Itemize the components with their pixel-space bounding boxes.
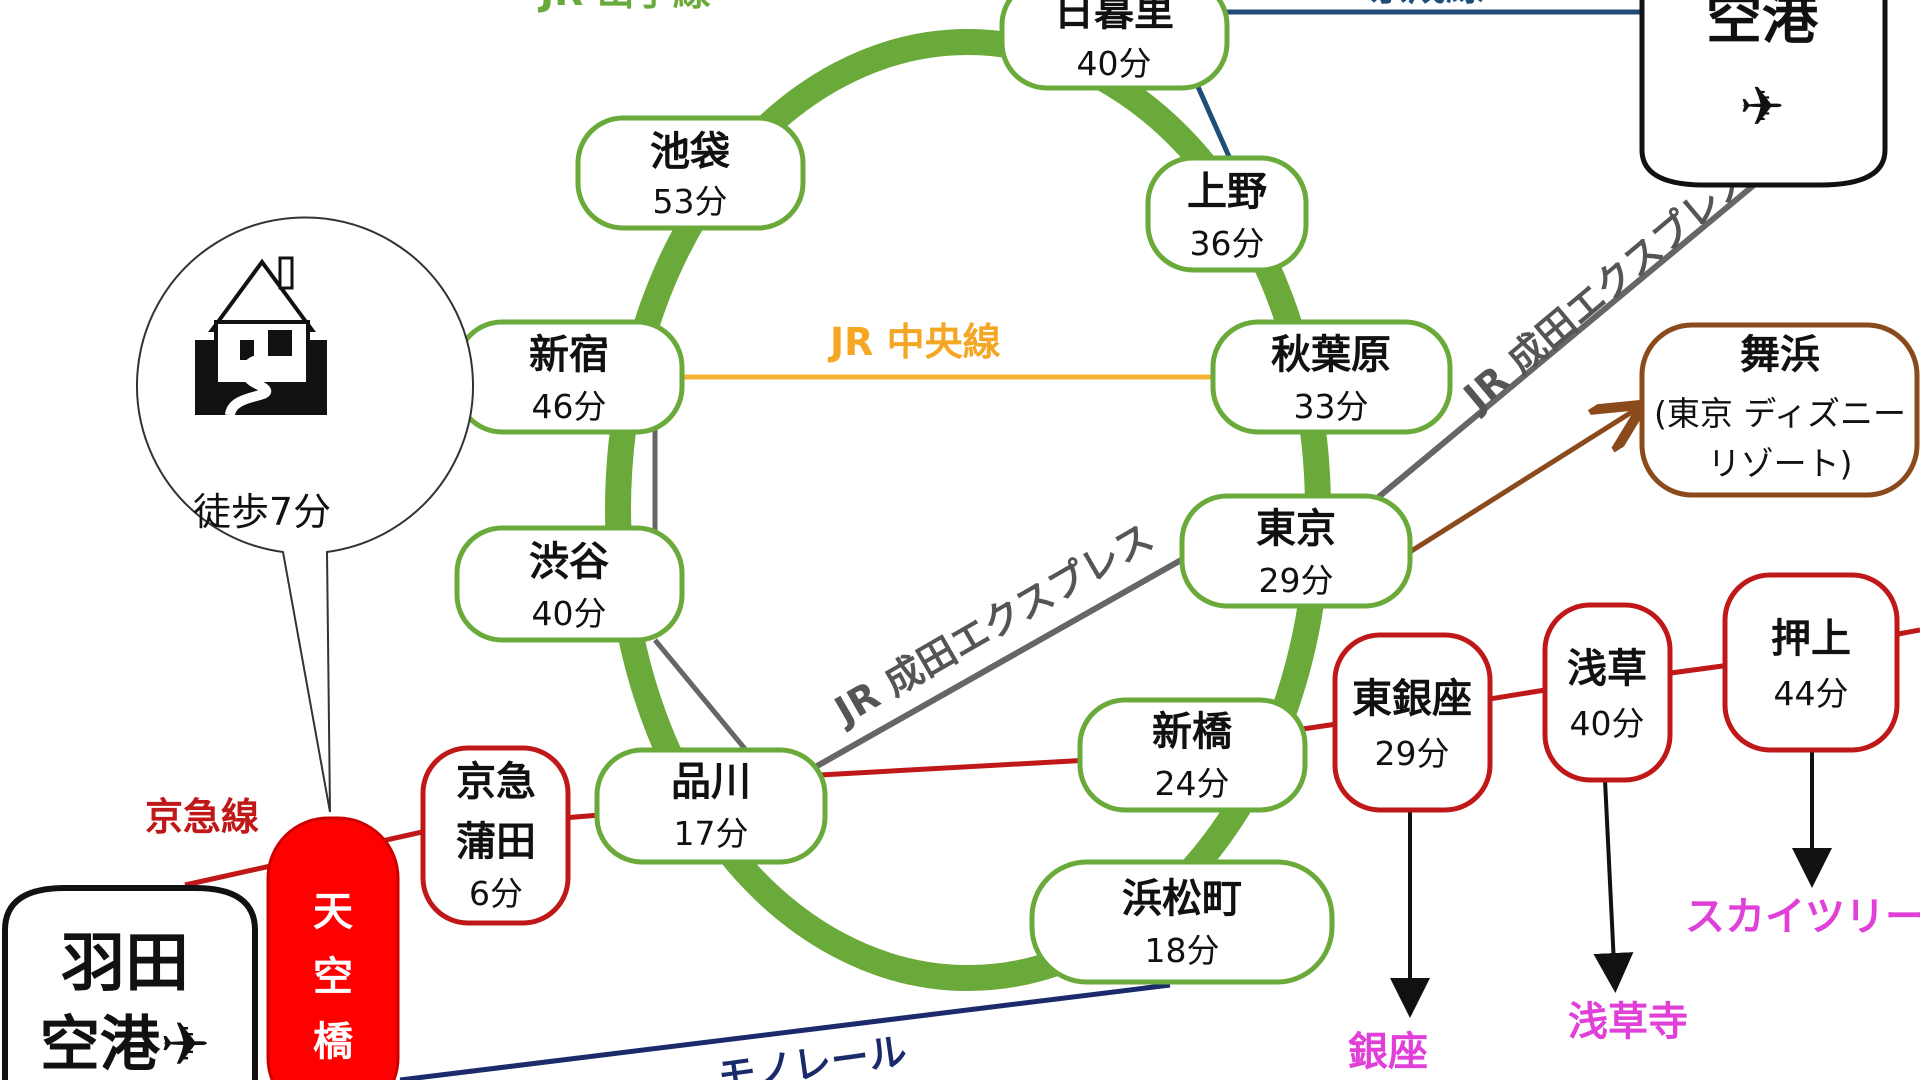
maihama-arrow [1403,410,1635,558]
station-name: 新宿 [529,332,609,378]
station-name-line2: 蒲田 [456,819,536,865]
maihama-sub2: リゾート) [1708,444,1853,483]
haneda-airport[interactable]: 羽田 空港✈ [1,885,258,1080]
station-name: 秋葉原 [1271,332,1391,378]
station-name: 上野 [1187,169,1267,215]
sensoji-arrow [1593,779,1634,993]
station-time: 29分 [1375,734,1450,773]
saikyo-link-lower [653,638,752,757]
yamanote-line-label: JR 山手線 [537,0,711,14]
station-time: 33分 [1294,387,1369,426]
station-name: 品川 [671,759,751,805]
station-keikyu-kamata[interactable]: 京急 蒲田 6分 [420,745,571,926]
station-ueno[interactable]: 上野 36分 [1145,155,1309,273]
destination-skytree[interactable]: スカイツリー [1685,894,1920,940]
station-time: 24分 [1155,764,1230,803]
narita-airport-label: 空港 [1706,0,1819,52]
station-name: 新橋 [1152,709,1232,755]
station-time: 36分 [1190,224,1265,263]
plane-icon: ✈ [1739,75,1784,138]
narita-airport[interactable]: 空港 ✈ [1639,0,1888,188]
station-name: 浜松町 [1122,876,1242,922]
keisei-line-label: 京成線 [1370,0,1484,9]
station-name: 日暮里 [1054,0,1174,35]
station-time: 44分 [1774,674,1849,713]
station-higashi-ginza[interactable]: 東銀座 29分 [1332,632,1493,813]
narita-express-upper [1373,177,1762,503]
maihama-name: 舞浜 [1740,332,1820,378]
station-name: 東京 [1256,506,1336,552]
station-akihabara[interactable]: 秋葉原 33分 [1210,319,1453,435]
haneda-airport-line1: 羽田 [61,927,189,1001]
station-shibuya[interactable]: 渋谷 40分 [454,525,685,643]
station-time: 6分 [469,874,523,913]
station-time: 29分 [1259,561,1334,600]
station-name: 押上 [1771,616,1851,662]
station-oshiage[interactable]: 押上 44分 [1722,572,1900,753]
keisei-branch [1192,78,1238,172]
walk-time-label: 徒歩7分 [193,490,331,534]
haneda-airport-line2: 空港✈ [40,1010,210,1080]
station-asakusa[interactable]: 浅草 40分 [1542,602,1673,783]
station-time: 40分 [1077,44,1152,83]
station-shinjuku[interactable]: 新宿 46分 [454,319,685,435]
tenkubashi-char1: 天 [313,889,353,935]
station-name: 渋谷 [529,539,609,585]
station-ikebukuro[interactable]: 池袋 53分 [575,115,806,231]
station-time: 18分 [1145,931,1220,970]
station-nippori[interactable]: 日暮里 40分 [999,0,1230,91]
station-time: 40分 [532,594,607,633]
maihama-sub1: (東京 ディズニー [1654,394,1906,433]
destination-sensoji[interactable]: 浅草寺 [1568,999,1688,1045]
station-hamamatsucho[interactable]: 浜松町 18分 [1029,859,1335,985]
station-maihama[interactable]: 舞浜 (東京 ディズニー リゾート) [1639,322,1920,498]
house-icon [195,256,327,417]
station-name: 浅草 [1567,646,1647,692]
keikyu-line-label: 京急線 [145,795,259,839]
station-shinagawa[interactable]: 品川 17分 [594,747,828,865]
station-tenkubashi[interactable]: 天 空 橋 [266,816,400,1080]
station-time: 17分 [674,814,749,853]
destination-ginza[interactable]: 銀座 [1348,1029,1428,1075]
monorail-line [399,982,1171,1080]
station-name-line1: 京急 [456,759,536,805]
station-time: 53分 [653,182,728,221]
tenkubashi-char3: 橋 [313,1019,353,1065]
station-time: 46分 [532,387,607,426]
station-time: 40分 [1570,704,1645,743]
station-name: 池袋 [650,129,730,175]
narita-express-lower [808,552,1192,773]
chuo-line-label: JR 中央線 [827,320,1001,364]
station-tokyo[interactable]: 東京 29分 [1179,493,1413,609]
tenkubashi-char2: 空 [313,954,353,1000]
station-shimbashi[interactable]: 新橋 24分 [1077,697,1308,813]
station-name: 東銀座 [1352,676,1472,722]
hotel-callout: 徒歩7分 [136,216,474,813]
